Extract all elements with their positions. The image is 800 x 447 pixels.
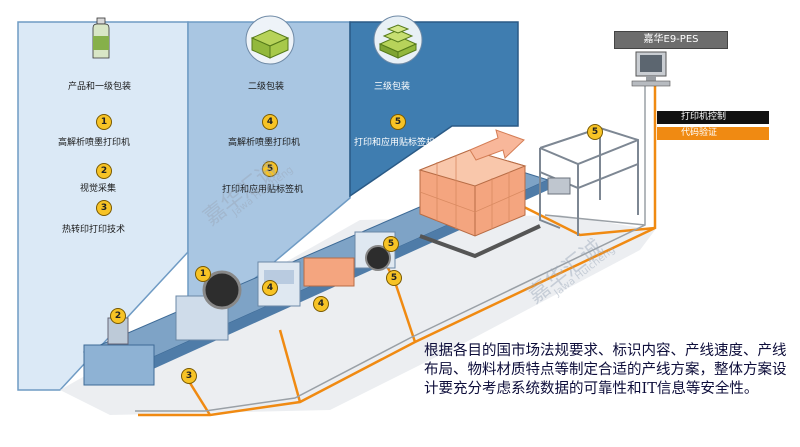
bottle-icon [92,17,110,59]
zone-tertiary-item-1-badge: 5 [390,114,406,130]
zone-primary-item-1-badge: 1 [96,114,112,130]
zone-primary-item-3-badge: 3 [96,200,112,216]
zone-secondary-item-1-badge: 4 [262,114,278,130]
labeling-gantry [539,126,639,236]
primary-machine [83,270,242,386]
zone-primary-title: 产品和一级包装 [68,82,132,92]
flow-arrow [469,129,525,161]
code-verify-label: 代码验证 [657,127,769,140]
zone-tertiary-title: 三级包装 [374,82,411,92]
line-marker-3: 3 [181,368,197,384]
zone-tertiary-bg [349,21,519,198]
zone-primary-item-1-label: 高解析喷墨打印机 [58,138,131,148]
line-marker-5a: 5 [386,270,402,286]
floor-shadow [60,215,655,415]
zone-primary-item-2-label: 视觉采集 [80,184,117,194]
zone-primary-item-2-badge: 2 [96,163,112,179]
printer-control-label: 打印机控制 [657,111,769,124]
system-name-box: 嘉华E9-PES [614,31,728,49]
line-marker-5b: 5 [383,236,399,252]
zone-secondary-item-1-label: 高解析喷墨打印机 [228,138,301,148]
zone-secondary-item-2-badge: 5 [262,161,278,177]
labeling-gantry-unit [547,177,571,195]
line-marker-1: 1 [195,266,211,282]
zone-tertiary-item-1-label: 打印和应用贴标签机 [354,138,436,148]
pallet-stack-icon [373,15,423,65]
line-marker-4b: 4 [313,296,329,312]
computer-monitor-icon [631,51,671,87]
control-wiring-gray [135,82,646,412]
zone-secondary-title: 二级包装 [248,82,285,92]
line-marker-2: 2 [110,308,126,324]
line-marker-4a: 4 [262,280,278,296]
line-marker-5c: 5 [587,124,603,140]
description-paragraph: 根据各目的国市场法规要求、标识内容、产线速度、产线布局、物料材质特点等制定合适的… [424,343,787,397]
zone-secondary-item-2-label: 打印和应用贴标签机 [222,185,304,195]
case-box-icon [245,15,295,65]
zone-primary-item-3-label: 热转印打印技术 [62,225,126,235]
